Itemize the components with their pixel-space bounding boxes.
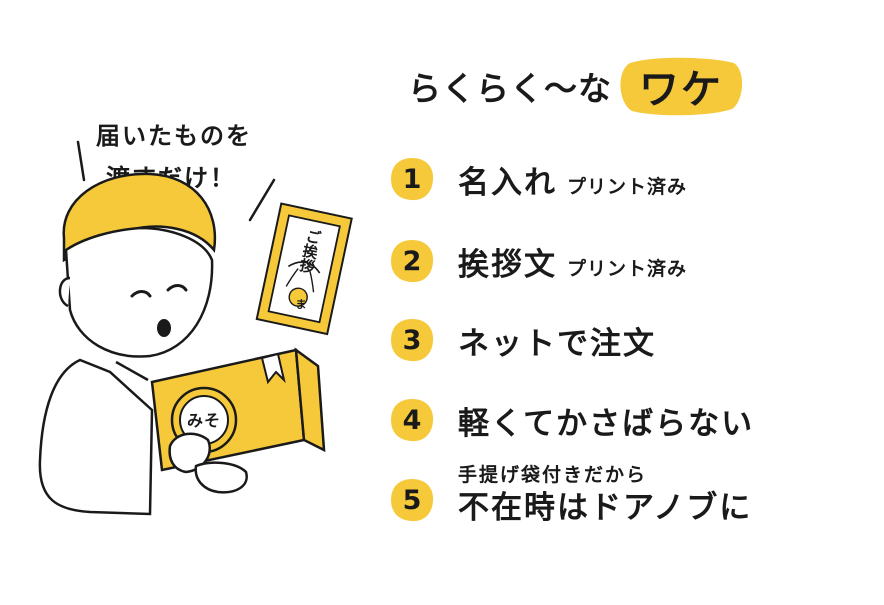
speech-tick-right-icon bbox=[248, 178, 276, 222]
reason-main-text: ネットで注文 bbox=[458, 325, 656, 362]
badge-circle-icon bbox=[391, 158, 434, 201]
reason-item-3: 3 ネットで注文 bbox=[388, 316, 656, 364]
reason-badge: 5 bbox=[388, 476, 436, 524]
person-illustration bbox=[38, 140, 353, 516]
badge-circle-icon bbox=[391, 240, 434, 283]
reason-sub-text: プリント済み bbox=[567, 175, 688, 198]
heading-main: らくらく〜な bbox=[408, 69, 612, 108]
speech-tick-left-icon bbox=[76, 140, 86, 182]
reason-number: 4 bbox=[402, 404, 422, 436]
envelope-stamp: ま bbox=[295, 298, 307, 311]
box-label: みそ bbox=[187, 411, 222, 430]
reason-small-text: 手提げ袋付きだから bbox=[458, 464, 648, 486]
speech-line-1: 届いたものを bbox=[96, 122, 252, 150]
reason-item-2: 2 挨拶文 プリント済み bbox=[388, 237, 687, 285]
reason-badge: 4 bbox=[388, 396, 436, 444]
reason-main-text: 不在時はドアノブに bbox=[458, 490, 753, 526]
reason-main-text: 挨拶文 bbox=[458, 246, 557, 283]
reason-badge: 3 bbox=[388, 316, 436, 364]
reason-item-1: 1 名入れ プリント済み bbox=[388, 155, 687, 203]
badge-circle-icon bbox=[391, 399, 434, 442]
reason-number: 1 bbox=[402, 163, 422, 195]
reason-main-text: 名入れ bbox=[458, 164, 557, 201]
heading-accent: ワケ bbox=[616, 53, 746, 119]
reason-number: 2 bbox=[402, 245, 422, 277]
accent-blob-icon bbox=[620, 57, 743, 116]
reason-main-text: 軽くてかさばらない bbox=[458, 405, 755, 442]
badge-circle-icon bbox=[391, 479, 434, 522]
reason-number: 5 bbox=[402, 484, 422, 516]
heading: らくらく〜な ワケ bbox=[408, 56, 746, 116]
envelope-icon bbox=[255, 202, 353, 336]
reason-item-5: 5 手提げ袋付きだから 不在時はドアノブに bbox=[388, 462, 752, 528]
reason-sub-text: プリント済み bbox=[567, 257, 688, 280]
reason-item-4: 4 軽くてかさばらない bbox=[388, 396, 754, 444]
reason-badge: 1 bbox=[388, 155, 436, 203]
heading-accent-text: ワケ bbox=[639, 67, 723, 113]
reason-badge: 2 bbox=[388, 237, 436, 285]
badge-circle-icon bbox=[391, 319, 434, 362]
reason-number: 3 bbox=[402, 324, 422, 356]
